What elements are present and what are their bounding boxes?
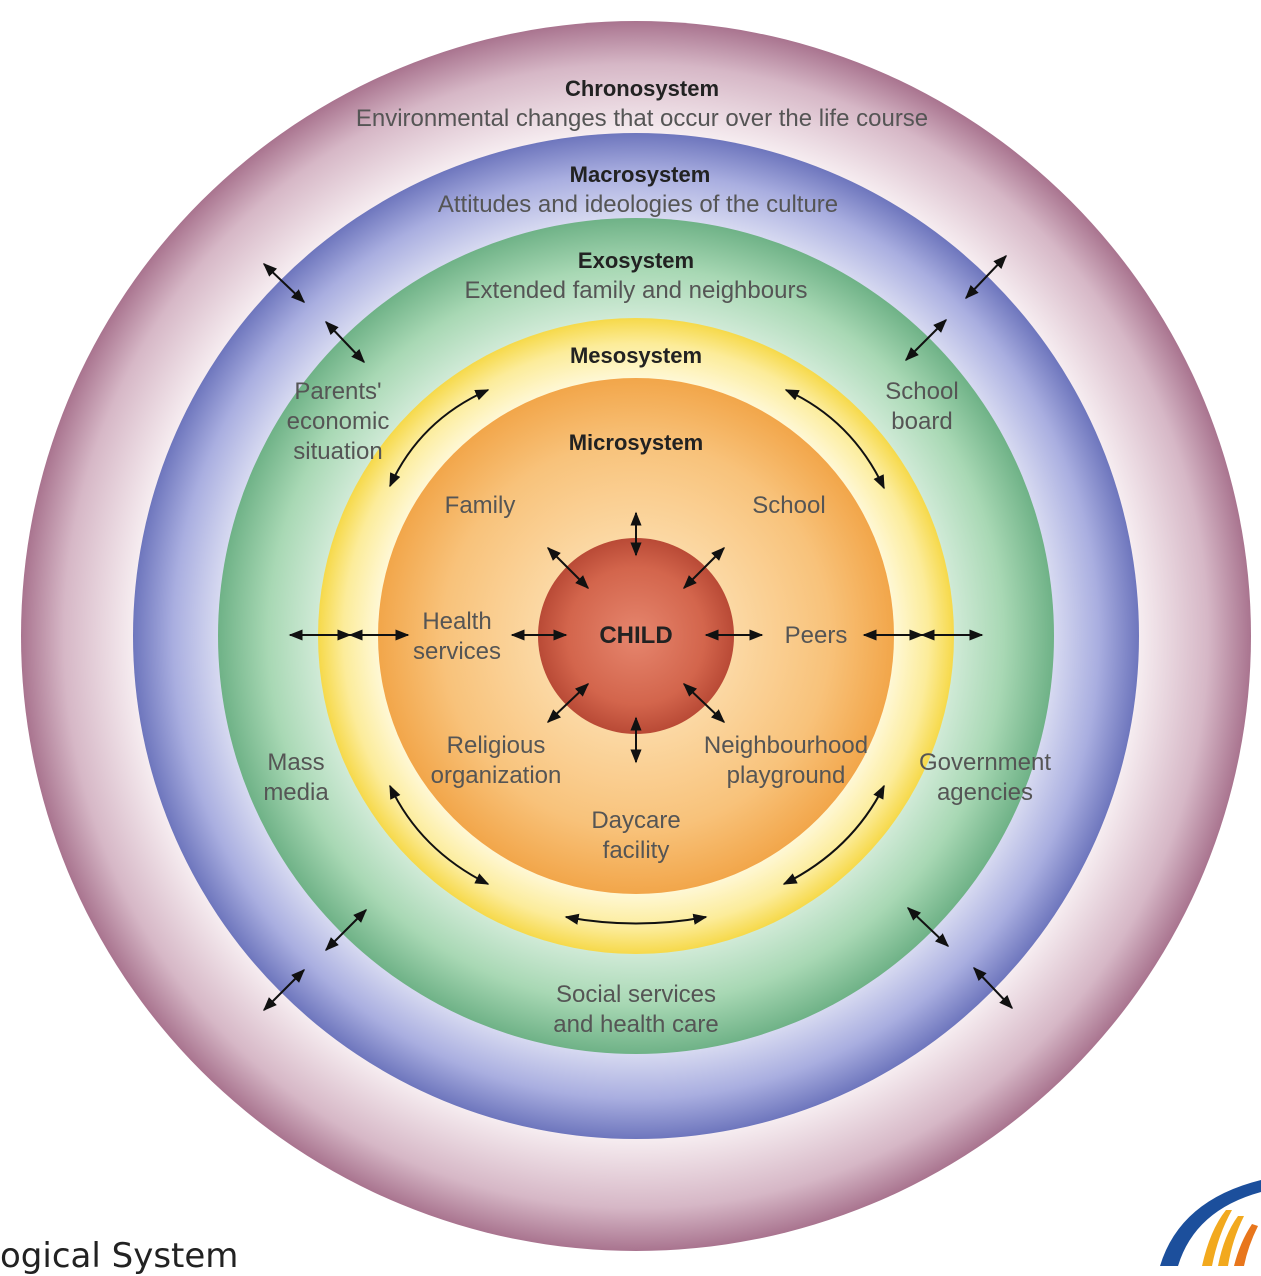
micro-daycare-label-line2: facility [603, 837, 670, 864]
micro-peers-label: Peers [785, 622, 848, 649]
micro-religious-label-line1: Religious [447, 732, 546, 759]
mesosystem-title: Mesosystem [570, 343, 702, 368]
exo-mass-media-label-line2: media [263, 779, 329, 806]
micro-family-label: Family [445, 492, 516, 519]
micro-religious-label-line2: organization [431, 762, 562, 789]
arrow-child-upright [683, 547, 725, 589]
exosystem-subtitle: Extended family and neighbours [465, 277, 808, 304]
arrow-sw-inner [325, 909, 367, 951]
diagonal-arrows [262, 254, 1013, 1011]
child-microsystem-arrows [510, 511, 764, 764]
arrow-meso-downright [782, 784, 885, 885]
arrow-nw-outer [262, 263, 306, 303]
arrow-se-outer [973, 966, 1013, 1010]
exosystem-title: Exosystem [578, 248, 694, 273]
arrow-meso-downleft [389, 784, 490, 885]
arrow-ne-outer [965, 254, 1007, 300]
arrow-sw-outer [263, 969, 305, 1011]
macrosystem-title: Macrosystem [570, 162, 711, 187]
slide-footer-text: ogical System [0, 1236, 239, 1276]
arrow-nw-inner [325, 320, 365, 364]
mesosystem-arrows [389, 389, 885, 925]
arrow-ne-inner [905, 319, 947, 361]
arrow-meso-upright [784, 389, 885, 490]
exo-mass-media-label-line1: Mass [267, 749, 324, 776]
macrosystem-subtitle: Attitudes and ideologies of the culture [438, 191, 838, 218]
exo-parents-label-line2: economic [287, 408, 390, 435]
arrow-se-inner [906, 907, 950, 947]
micro-health-label-line1: Health [422, 608, 491, 635]
chronosystem-title: Chronosystem [565, 76, 719, 101]
exo-social-label-line2: and health care [553, 1011, 718, 1038]
exo-school-board-label-line2: board [891, 408, 952, 435]
arrow-child-upleft [547, 547, 589, 589]
child-label: CHILD [599, 622, 672, 649]
arrow-child-downright [682, 683, 726, 723]
exo-parents-label-line1: Parents' [294, 378, 381, 405]
chronosystem-subtitle: Environmental changes that occur over th… [356, 105, 928, 132]
exo-school-board-label-line1: School [885, 378, 958, 405]
micro-school-label: School [752, 492, 825, 519]
exo-social-label-line1: Social services [556, 981, 716, 1008]
exo-parents-label-line3: situation [293, 438, 382, 465]
micro-daycare-label-line1: Daycare [591, 807, 680, 834]
micro-neighbourhood-label-line1: Neighbourhood [704, 732, 868, 759]
micro-neighbourhood-label-line2: playground [727, 762, 846, 789]
arrow-meso-upleft [389, 389, 490, 488]
exo-government-label-line2: agencies [937, 779, 1033, 806]
arrow-child-downleft [546, 683, 590, 723]
institution-logo-icon [1160, 1180, 1261, 1266]
exo-government-label-line1: Government [919, 749, 1051, 776]
arrow-meso-bottom [564, 913, 708, 925]
microsystem-title: Microsystem [569, 430, 704, 455]
micro-health-label-line2: services [413, 638, 501, 665]
